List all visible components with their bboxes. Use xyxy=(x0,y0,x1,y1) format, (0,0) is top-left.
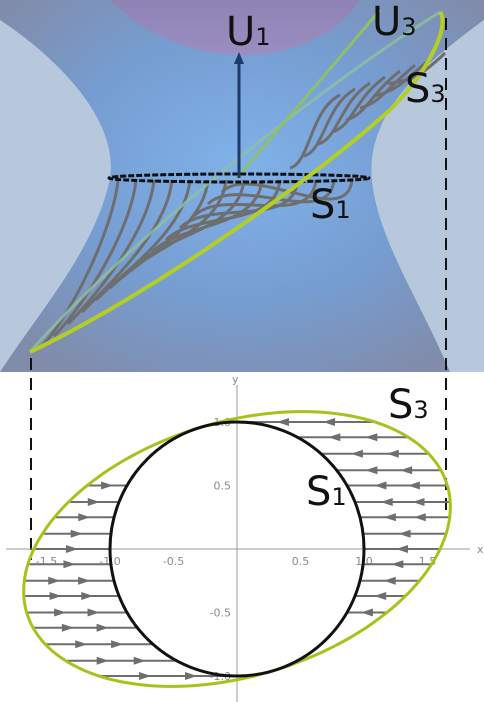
flow-arrowhead xyxy=(185,672,198,680)
surface-flow-line xyxy=(289,93,341,170)
s1-circle xyxy=(108,420,366,678)
label-s3-bottom: S3 xyxy=(388,382,429,428)
s3-curve-front xyxy=(29,10,445,354)
flow-arrowhead xyxy=(87,608,100,617)
flow-lines xyxy=(23,418,451,680)
label-s1-top: S1 xyxy=(310,182,351,228)
flow-arrowhead xyxy=(78,576,91,585)
flow-arrowhead xyxy=(96,656,109,665)
flow-arrowhead xyxy=(383,513,396,522)
u3-line xyxy=(235,9,382,179)
flow-arrowhead xyxy=(374,591,387,600)
flow-arrowhead xyxy=(365,433,378,442)
flow-arrowhead xyxy=(48,576,61,585)
surface-flow-line xyxy=(220,179,354,201)
flow-arrowhead xyxy=(139,672,152,680)
s1-circle-top xyxy=(107,172,371,184)
surface-flow-line xyxy=(178,179,300,230)
flow-arrowhead xyxy=(328,433,341,442)
flow-arrowhead xyxy=(360,608,373,617)
x-tick-label: 0.5 xyxy=(292,555,310,568)
surface-flow-lines xyxy=(38,51,447,350)
y-axis-label: y xyxy=(232,373,239,386)
flow-arrowhead xyxy=(96,623,109,632)
label-s1-bottom: S1 xyxy=(306,469,347,515)
surface-flow-line xyxy=(345,69,401,122)
top-view: U1 U3 S3 S1 xyxy=(0,0,484,372)
label-u3: U3 xyxy=(372,0,417,45)
flow-arrowhead xyxy=(322,418,335,426)
flow-arrowhead xyxy=(63,560,76,569)
flow-arrowhead xyxy=(78,513,91,522)
flow-arrowhead xyxy=(374,481,387,490)
hyperboloid-top-cap xyxy=(110,0,360,55)
surface-flow-line xyxy=(164,179,282,242)
flow-arrowhead xyxy=(133,656,146,665)
flow-arrowhead xyxy=(400,466,413,475)
flow-arrowhead xyxy=(350,449,363,458)
surface-flow-line xyxy=(192,179,318,218)
flow-arrowhead xyxy=(396,545,409,553)
surface-flow-line xyxy=(331,75,386,134)
surface-flow-line xyxy=(38,179,120,350)
flow-arrowhead xyxy=(111,640,124,649)
surface-shade-left xyxy=(0,20,111,372)
flow-arrowhead xyxy=(54,608,67,617)
surface-flow-line xyxy=(52,179,138,338)
flow-arrowhead xyxy=(386,449,399,458)
x-tick-label: -0.5 xyxy=(163,555,184,568)
flow-arrowhead xyxy=(87,498,100,507)
label-u1: U1 xyxy=(226,9,271,55)
flow-arrowhead xyxy=(65,545,78,553)
label-s3-top: S3 xyxy=(405,66,446,112)
y-tick-label: -0.5 xyxy=(210,607,231,620)
flow-arrowhead xyxy=(407,481,420,490)
flow-arrowhead xyxy=(365,466,378,475)
s3-curve-back xyxy=(28,10,441,353)
flow-arrowhead xyxy=(70,529,83,538)
y-tick-label: 0.5 xyxy=(214,480,232,493)
surface-flow-line xyxy=(94,179,192,302)
flow-arrowhead xyxy=(412,498,425,507)
flow-arrowhead xyxy=(398,529,411,538)
surface-flow-line xyxy=(387,51,447,86)
u1-arrowhead xyxy=(234,52,244,64)
flow-arrowhead xyxy=(276,418,289,426)
flow-arrowhead xyxy=(413,513,426,522)
surface-flow-line xyxy=(317,81,371,146)
surface-shade-right xyxy=(371,20,484,372)
flow-arrowhead xyxy=(49,591,62,600)
flow-arrowhead xyxy=(383,576,396,585)
x-tick-label: -1.5 xyxy=(36,555,57,568)
surface-flow-line xyxy=(373,57,432,98)
flow-arrowhead xyxy=(380,498,393,507)
s3-ellipse xyxy=(22,410,452,688)
flow-arrowhead xyxy=(391,560,404,569)
flow-arrowhead xyxy=(81,591,94,600)
surface-flow-line xyxy=(303,87,356,158)
flow-arrowhead xyxy=(61,623,74,632)
flow-arrowhead xyxy=(75,640,88,649)
flow-arrowhead xyxy=(101,481,114,490)
x-axis-label: x xyxy=(477,543,484,556)
surface-flow-line xyxy=(80,179,174,314)
